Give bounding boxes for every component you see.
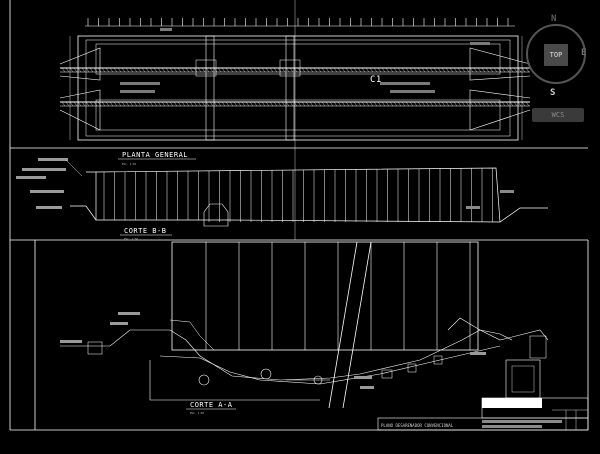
title-block-text: PLANO DESARENADOR CONVENCIONAL	[381, 423, 454, 428]
plan-view: C1 PLANTA GENERAL ESC. 1:50	[59, 18, 531, 166]
viewcube-compass-ring[interactable]	[526, 24, 586, 84]
viewcube[interactable]: N E S W TOP WCS	[520, 10, 598, 128]
plan-scale: ESC. 1:50	[122, 162, 136, 166]
wcs-menu-button[interactable]: WCS	[532, 108, 584, 122]
section-aa-view: CORTE A-A ESC. 1:50	[60, 241, 549, 415]
corte-bb-label: CORTE B-B	[124, 227, 166, 235]
viewcube-top-face[interactable]: TOP	[544, 44, 568, 66]
plan-general-label: PLANTA GENERAL	[122, 151, 188, 159]
compass-south[interactable]: S	[550, 88, 556, 98]
sheet-frame	[9, 0, 589, 431]
compass-east[interactable]: E	[581, 48, 587, 58]
section-bb-view: CORTE B-B ESC. 1:50	[16, 158, 548, 241]
svg-text:ESC. 1:50: ESC. 1:50	[190, 411, 204, 415]
compass-north[interactable]: N	[551, 14, 557, 24]
plan-mark: C1	[370, 75, 382, 85]
svg-text:ESC. 1:50: ESC. 1:50	[124, 237, 138, 241]
title-block: PLANO DESARENADOR CONVENCIONAL	[377, 397, 589, 431]
corte-aa-label: CORTE A-A	[190, 401, 233, 409]
